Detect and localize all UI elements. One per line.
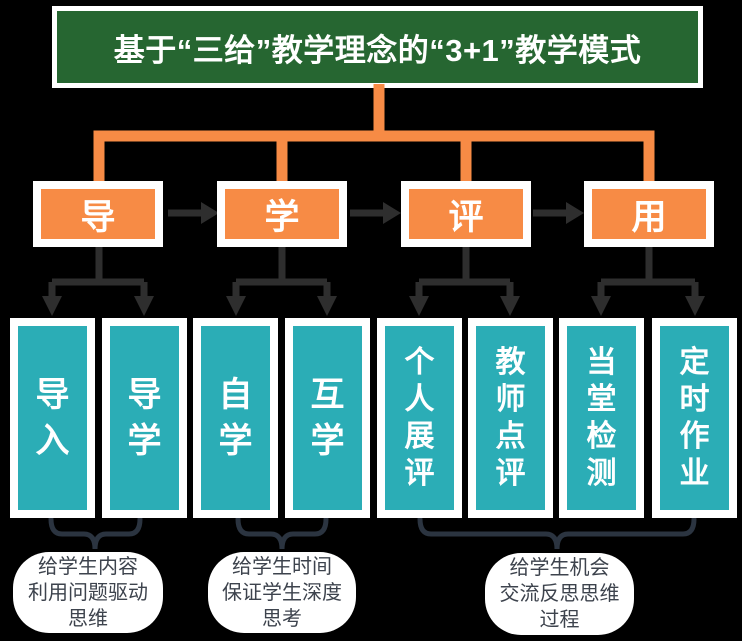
column-label: 互学 [310,376,345,460]
note-line: 过程 [539,609,580,631]
note-line: 给学生内容 [38,555,138,578]
column-label: 教师点评 [495,346,526,490]
fork-head-left [409,296,429,316]
column-inner: 自学 [201,326,270,510]
column-box-gerenzhanping: 个人展评 [377,318,462,518]
fork-arrow-ping [409,247,520,316]
flow-arrow-head [383,202,401,224]
stage-label: 用 [592,189,706,239]
stage-box-yong: 用 [584,181,714,247]
column-label: 当堂检测 [586,346,617,490]
column-box-jiaoshidianping: 教师点评 [468,318,553,518]
orange-bus-line [93,130,655,182]
column-box-huxue: 互学 [285,318,370,518]
note-line: 思考 [262,607,302,630]
diagram-title: 基于“三给”教学理念的“3+1”教学模式 [113,32,642,68]
brace-1 [48,516,143,550]
note-line: 给学生机会 [509,557,610,579]
fork-lines [232,247,331,298]
fork-head-right [500,296,520,316]
fork-lines [597,247,699,298]
note-pill-2: 给学生时间 保证学生深度 思考 [208,552,356,633]
fork-head-left [226,296,246,316]
stage-label: 评 [409,189,523,239]
note-line: 利用问题驱动 [28,581,148,604]
column-box-dangtangjiance: 当堂检测 [559,318,644,518]
column-inner: 导入 [18,326,87,510]
note-line: 思维 [68,607,108,630]
column-box-daoxue: 导学 [102,318,187,518]
column-label: 个人展评 [404,346,435,490]
column-label: 导入 [35,376,70,460]
fork-head-right [685,296,705,316]
fork-head-right [317,296,337,316]
orange-tree-connector [93,84,655,182]
flow-arrow-3 [533,202,584,224]
column-inner: 个人展评 [385,326,454,510]
fork-lines [48,247,148,298]
fork-head-left [42,296,62,316]
note-pill-1: 给学生内容 利用问题驱动 思维 [13,552,163,633]
fork-lines [415,247,514,298]
column-label: 定时作业 [679,346,710,490]
column-inner: 教师点评 [476,326,545,510]
fork-arrow-yong [591,247,705,316]
stage-label: 导 [41,189,155,239]
stage-box-xue: 学 [217,181,347,247]
flow-arrow-2 [350,202,401,224]
fork-head-right [134,296,154,316]
brace-3 [417,516,697,550]
fork-arrow-dao [42,247,154,316]
column-inner: 互学 [293,326,362,510]
note-line: 交流反思思维 [499,583,620,605]
column-box-dingshizuoye: 定时作业 [652,318,737,518]
stage-box-ping: 评 [401,181,531,247]
stage-box-dao: 导 [33,181,163,247]
column-label: 导学 [127,376,162,460]
fork-arrow-xue [226,247,337,316]
note-line: 给学生时间 [232,555,332,578]
column-inner: 当堂检测 [567,326,636,510]
note-line: 保证学生深度 [222,581,342,604]
column-inner: 定时作业 [660,326,729,510]
stage-label: 学 [225,189,339,239]
note-pill-3: 给学生机会 交流反思思维 过程 [485,553,634,635]
column-box-daoru: 导入 [10,318,95,518]
flow-arrow-head [201,202,219,224]
brace-2 [235,516,329,550]
column-inner: 导学 [110,326,179,510]
fork-head-left [591,296,611,316]
flow-arrow-head [566,202,584,224]
column-label: 自学 [218,376,253,460]
flow-arrow-1 [168,202,219,224]
column-box-zixue: 自学 [193,318,278,518]
